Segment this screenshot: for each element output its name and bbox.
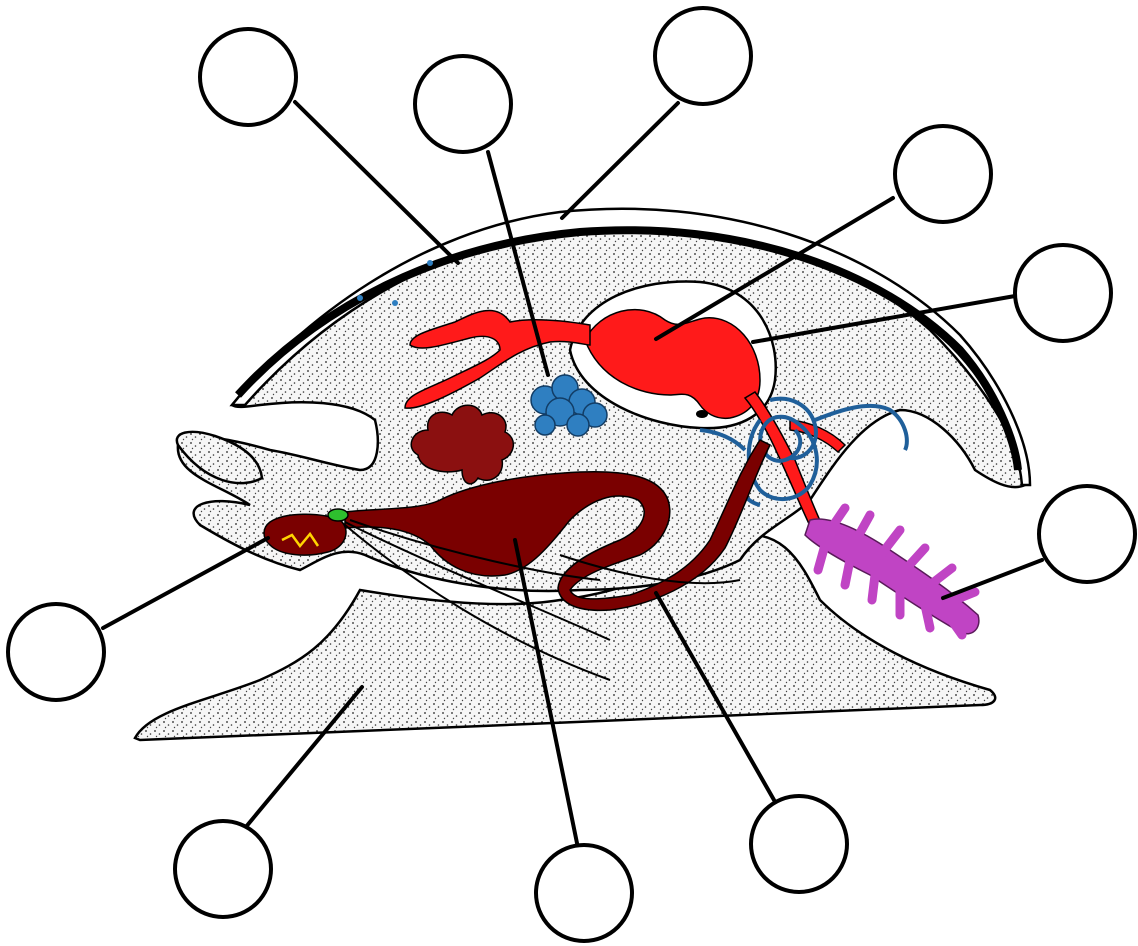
green-spot	[328, 509, 348, 521]
callout-6[interactable]	[1039, 486, 1135, 582]
blue-dot	[357, 295, 363, 301]
callout-4[interactable]	[895, 126, 991, 222]
heart-dot	[696, 410, 708, 418]
callout-2[interactable]	[415, 56, 511, 152]
leader-line	[943, 560, 1042, 598]
callout-8[interactable]	[175, 821, 271, 917]
callout-9[interactable]	[536, 845, 632, 941]
blue-dot	[392, 300, 398, 306]
callout-5[interactable]	[1015, 245, 1111, 341]
callout-7[interactable]	[8, 604, 104, 700]
head-tentacles	[177, 432, 262, 483]
leader-line	[562, 103, 678, 218]
callout-10[interactable]	[751, 796, 847, 892]
callout-3[interactable]	[655, 8, 751, 104]
leader-line	[103, 538, 268, 628]
callout-1[interactable]	[200, 29, 296, 125]
blue-dot	[427, 260, 433, 266]
